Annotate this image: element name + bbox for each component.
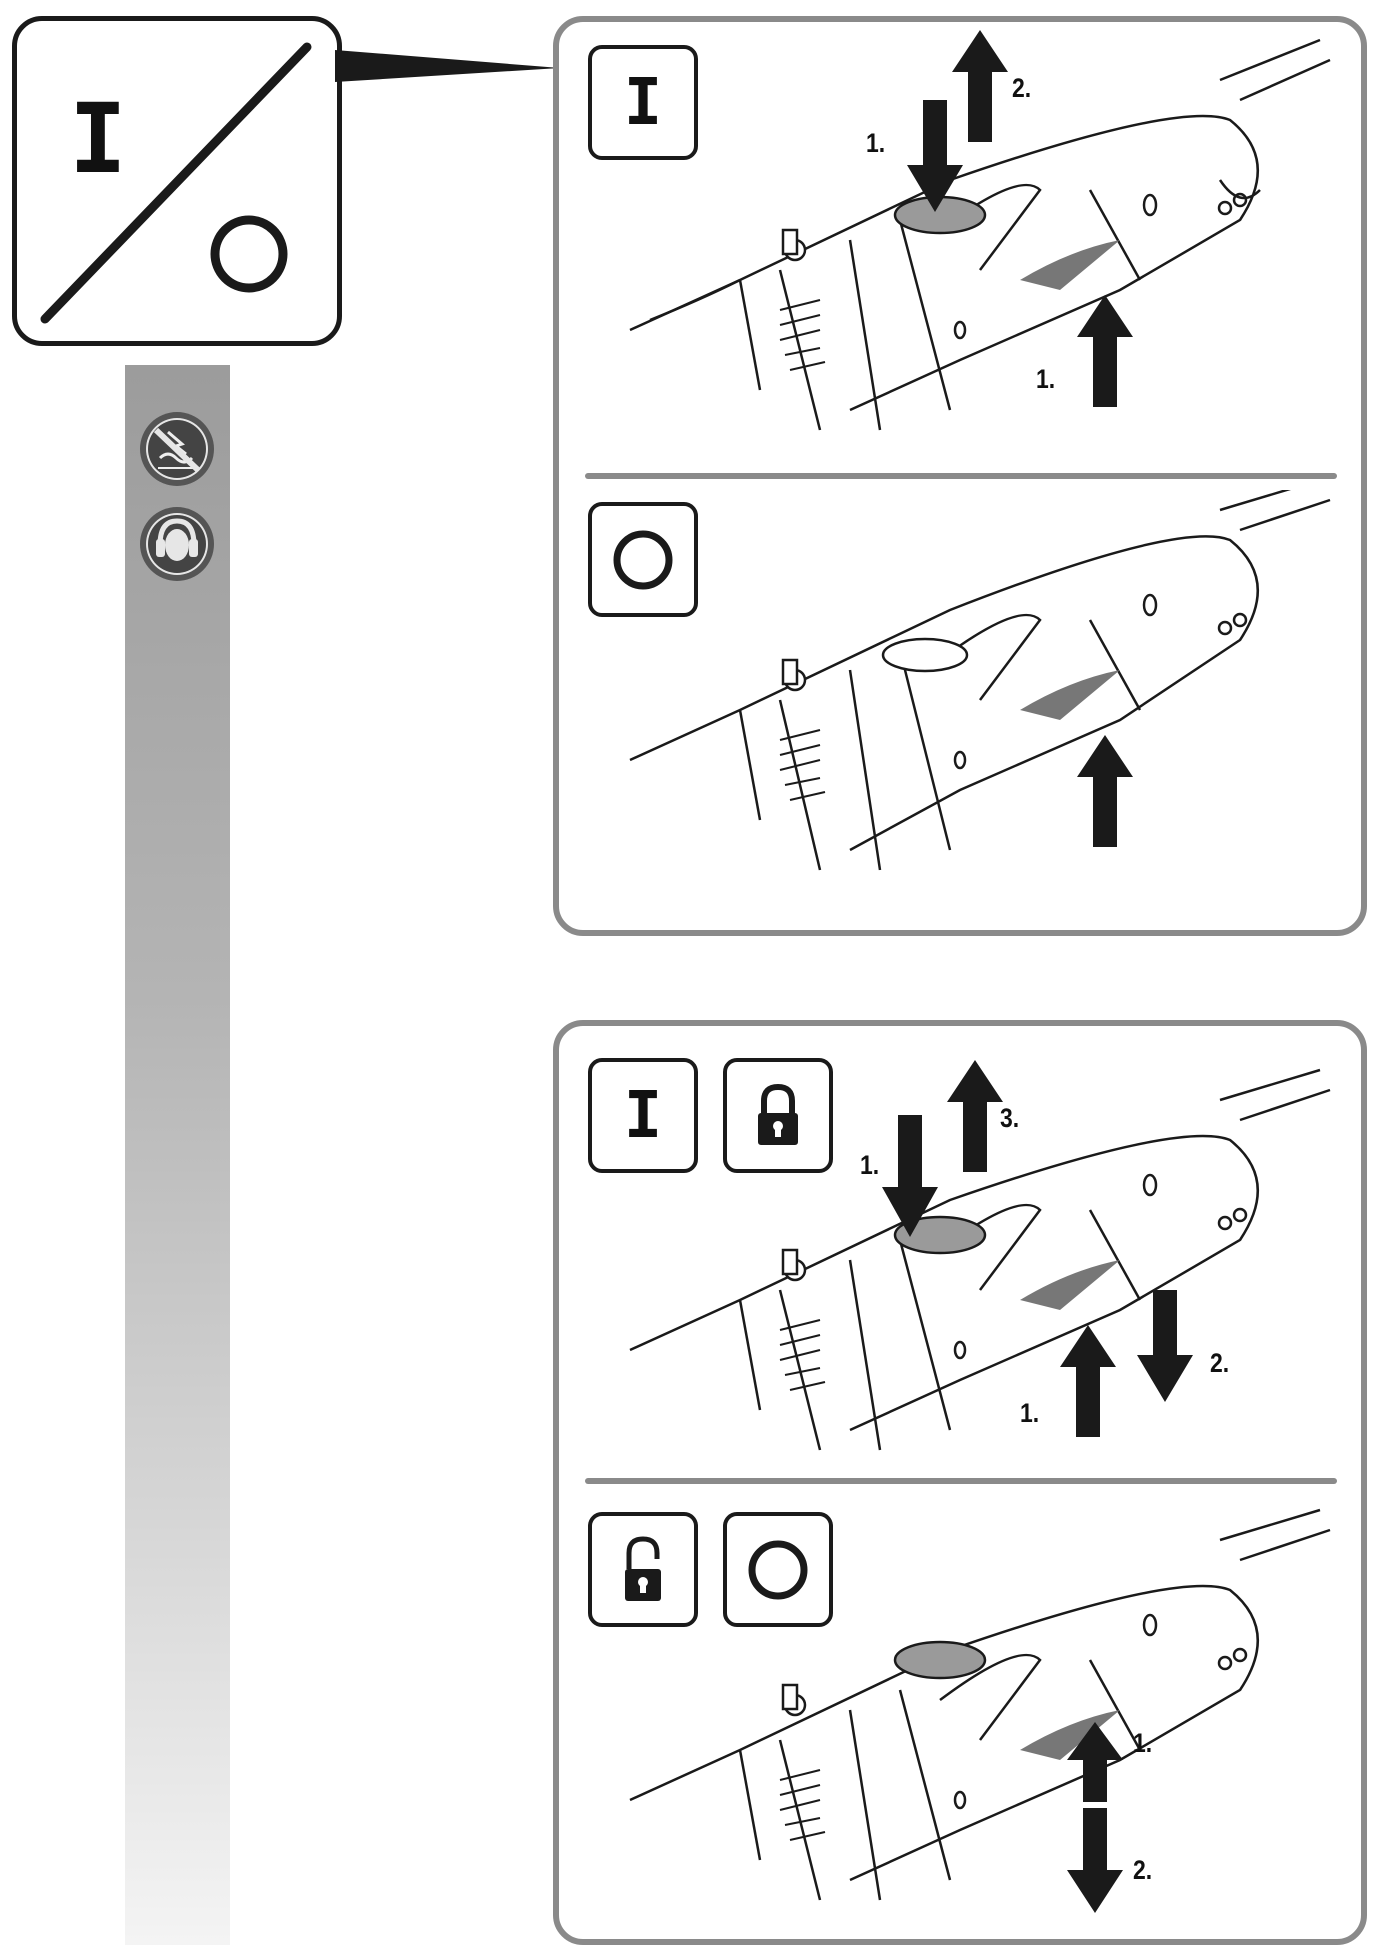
arrow-up-release-icon [947,1060,1003,1172]
off-circle-icon [613,530,673,589]
panel-bottom-divider [585,1478,1337,1484]
trimmer-handle-drawing-off [629,490,1331,871]
arrow-up-trigger-icon [1077,295,1133,407]
step-label: 2. [1012,73,1032,103]
step-label: 2. [1133,1855,1153,1885]
arrow-down-trigger-icon [1137,1290,1193,1402]
arrow-up-trigger-icon [1060,1325,1116,1437]
on-symbol: I [623,65,663,140]
no-water-icon [140,412,214,486]
step-label: 1. [860,1150,880,1180]
step-label: 1. [1036,364,1056,394]
on-off-symbol-art [40,42,312,324]
unlock-icon [625,1535,661,1601]
step-label: 3. [1000,1103,1020,1133]
step-label: 1. [1133,1728,1153,1758]
on-symbol-box: I [588,45,698,160]
arrow-down-trigger-icon [1067,1808,1123,1913]
trimmer-handle-drawing-lock [629,1068,1331,1451]
on-off-symbol-box: I [12,16,342,346]
arrow-up-trigger-icon [1067,1722,1123,1802]
on-symbol-label: I [69,83,127,195]
step-label: 1. [866,128,886,158]
arrow-down-press-icon [882,1115,938,1237]
step-label: 2. [1210,1348,1230,1378]
lock-symbol-box [723,1058,833,1173]
step-label: 1. [1020,1398,1040,1428]
on-symbol: I [623,1078,663,1153]
lock-icon [758,1083,798,1145]
arrow-down-press-icon [907,100,963,212]
side-gradient-strip [125,365,230,1945]
arrow-up-trigger-icon [1077,735,1133,847]
arrow-up-release-icon [952,30,1008,142]
unlock-symbol-box [588,1512,698,1627]
off-symbol-box: O [588,502,698,617]
panel-top-divider [585,473,1337,479]
on-symbol-box: I [588,1058,698,1173]
hearing-protection-icon [140,507,214,581]
off-symbol-box: O [723,1512,833,1627]
trimmer-handle-drawing-on [629,38,1331,431]
off-circle-icon [748,1540,808,1599]
callout-wedge [335,50,560,82]
